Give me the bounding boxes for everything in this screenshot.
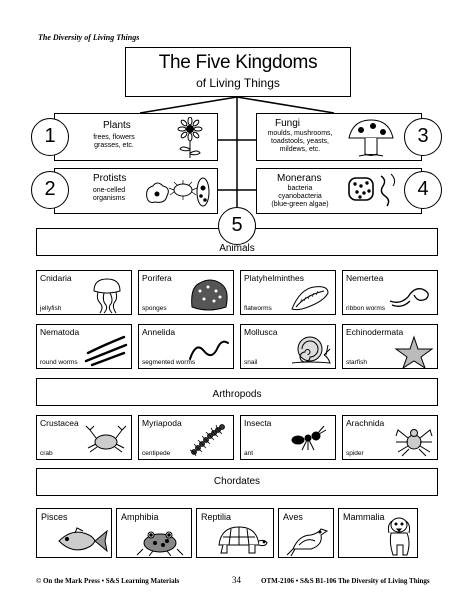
class-name: Aves xyxy=(283,512,303,522)
phylum-common: sponges xyxy=(142,305,167,312)
turtle-icon xyxy=(218,526,268,554)
fish-icon xyxy=(58,527,108,553)
class-name: Arachnida xyxy=(346,418,385,428)
class-crustacea: Crustacea crab xyxy=(36,415,132,460)
phylum-name: Mollusca xyxy=(244,327,278,337)
class-name: Pisces xyxy=(41,512,68,522)
phylum-porifera: Porifera sponges xyxy=(138,270,234,315)
kingdom-name: Monerans xyxy=(277,173,322,184)
starfish-icon xyxy=(394,335,434,369)
sunflower-icon xyxy=(177,117,203,158)
class-name: Myriapoda xyxy=(142,418,182,428)
phylum-name: Annelida xyxy=(142,327,176,337)
kingdom-number-5: 5 xyxy=(218,207,256,245)
arthropods-label: Arthropods xyxy=(212,389,262,400)
chordates-label: Chordates xyxy=(213,476,261,487)
phylum-common: ribbon worms xyxy=(346,305,386,312)
class-arachnida: Arachnida spider xyxy=(342,415,438,460)
class-mammalia: Mammalia xyxy=(338,508,418,558)
kingdom-name: Fungi xyxy=(275,118,301,129)
phylum-name: Nemertea xyxy=(346,273,384,283)
class-reptilia: Reptilia xyxy=(196,508,274,558)
phylum-common: snail xyxy=(244,359,258,366)
centipede-icon xyxy=(189,424,225,457)
class-name: Reptilia xyxy=(201,512,232,522)
flatworm-icon xyxy=(291,286,329,311)
phylum-common: segmented worms xyxy=(142,359,196,366)
phylum-common: flatworms xyxy=(244,305,272,312)
bacteria-icon xyxy=(348,173,396,207)
snail-icon xyxy=(291,336,331,364)
phylum-common: starfish xyxy=(346,359,367,366)
dog-icon xyxy=(387,517,411,556)
phylum-mollusca: Mollusca snail xyxy=(240,324,336,369)
crab-icon xyxy=(85,425,127,453)
class-aves: Aves xyxy=(278,508,334,558)
title-box: The Five Kingdoms of Living Things xyxy=(125,47,351,97)
page-subtitle: of Living Things xyxy=(196,76,280,90)
spider-icon xyxy=(395,429,433,457)
kingdom-number-2: 2 xyxy=(31,171,69,209)
class-pisces: Pisces xyxy=(36,508,112,558)
ant-icon xyxy=(291,425,327,451)
kingdom-name: Plants xyxy=(103,120,131,131)
class-amphibia: Amphibia xyxy=(116,508,192,558)
class-common: spider xyxy=(346,450,364,457)
segmented-worm-icon xyxy=(189,340,229,360)
kingdom-fungi-box: Fungi moulds, mushrooms,toadstools, yeas… xyxy=(256,113,422,161)
section-label: The Diversity of Living Things xyxy=(38,33,140,42)
phylum-platyhelminthes: Platyhelminthes flatworms xyxy=(240,270,336,315)
phylum-nematoda: Nematoda round worms xyxy=(36,324,132,369)
kingdom-number-3: 3 xyxy=(404,118,442,156)
class-common: centipede xyxy=(142,450,171,457)
class-name: Amphibia xyxy=(121,512,159,522)
kingdom-number-4: 4 xyxy=(404,171,442,209)
footer-catalog: OTM-2106 • S&S B1-106 The Diversity of L… xyxy=(261,577,430,585)
frog-icon xyxy=(136,531,184,557)
page-number: 34 xyxy=(232,575,241,585)
animals-label: Animals xyxy=(219,243,255,254)
phylum-common: jellyfish xyxy=(40,305,62,312)
jellyfish-icon xyxy=(93,278,121,314)
ribbon-worm-icon xyxy=(389,288,429,307)
phylum-annelida: Annelida segmented worms xyxy=(138,324,234,369)
mushroom-icon xyxy=(348,119,394,157)
footer-copyright: © On the Mark Press • S&S Learning Mater… xyxy=(36,577,180,585)
phylum-name: Porifera xyxy=(142,273,172,283)
bird-icon xyxy=(286,528,329,557)
phylum-name: Platyhelminthes xyxy=(244,273,305,283)
page-title: The Five Kingdoms xyxy=(158,52,318,73)
class-name: Crustacea xyxy=(40,418,79,428)
class-common: ant xyxy=(244,450,254,457)
class-name: Mammalia xyxy=(343,512,385,522)
arthropods-band: Arthropods xyxy=(36,378,438,406)
class-common: crab xyxy=(40,450,53,457)
phylum-name: Cnidaria xyxy=(40,273,72,283)
phylum-name: Nematoda xyxy=(40,327,80,337)
kingdom-name: Protists xyxy=(93,173,127,184)
phylum-echinodermata: Echinodermata starfish xyxy=(342,324,438,369)
kingdom-desc: moulds, mushrooms,toadstools, yeasts,mil… xyxy=(267,130,333,153)
sponge-icon xyxy=(191,279,228,311)
phylum-nemertea: Nemertea ribbon worms xyxy=(342,270,438,315)
class-myriapoda: Myriapoda centipede xyxy=(138,415,234,460)
class-insecta: Insecta ant xyxy=(240,415,336,460)
roundworm-icon xyxy=(84,335,128,367)
kingdom-number-1: 1 xyxy=(31,118,69,156)
phylum-name: Echinodermata xyxy=(346,327,404,337)
class-name: Insecta xyxy=(244,418,272,428)
phylum-common: round worms xyxy=(40,359,78,366)
chordates-band: Chordates xyxy=(36,468,438,496)
protist-icon xyxy=(146,177,210,207)
phylum-cnidaria: Cnidaria jellyfish xyxy=(36,270,132,315)
